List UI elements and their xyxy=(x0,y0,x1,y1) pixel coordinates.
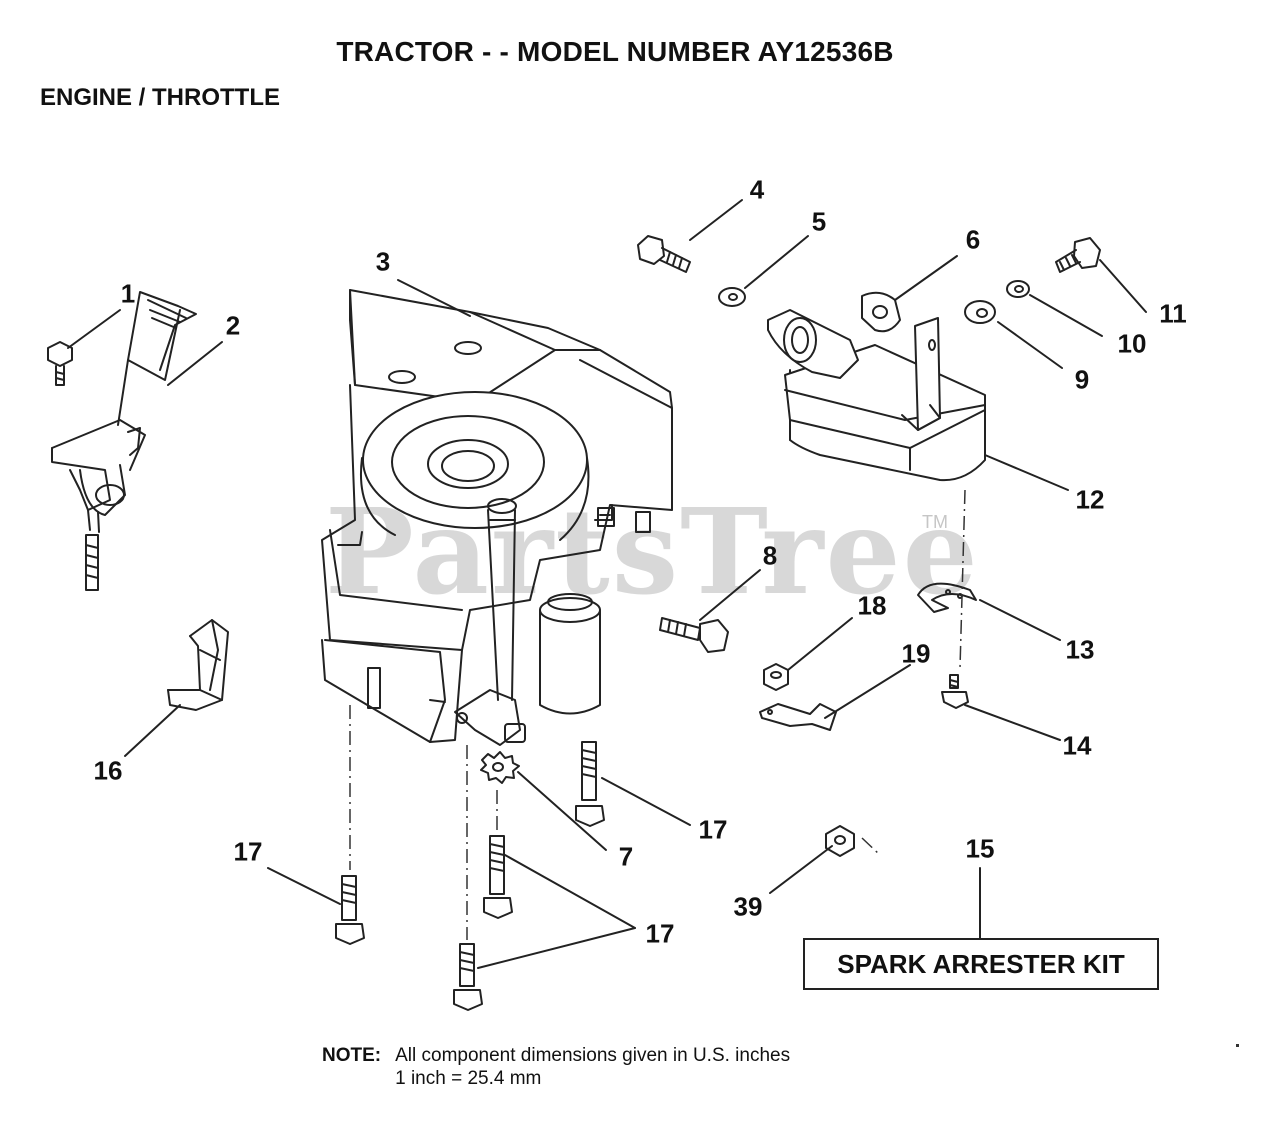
callout-16: 16 xyxy=(93,755,123,786)
spark-arrester-clamp-part[interactable] xyxy=(917,582,977,613)
callout-17-lower: 17 xyxy=(645,918,675,949)
note-text: All component dimensions given in U.S. i… xyxy=(395,1044,790,1090)
callout-12: 12 xyxy=(1075,484,1105,515)
bracket-16-part[interactable] xyxy=(167,619,229,711)
callout-17-left: 17 xyxy=(233,836,263,867)
callout-10: 10 xyxy=(1117,328,1147,359)
lock-washer-10-part[interactable] xyxy=(1006,280,1030,298)
washer-5-part[interactable] xyxy=(718,287,746,307)
bolt-17-left-part[interactable] xyxy=(335,875,365,945)
bolt-8-part[interactable] xyxy=(659,617,729,653)
callout-8: 8 xyxy=(762,540,778,571)
spark-arrester-kit-box[interactable]: SPARK ARRESTER KIT xyxy=(803,938,1159,990)
bolt-4-part[interactable] xyxy=(637,235,691,273)
bolt-17-upper-part[interactable] xyxy=(575,741,605,827)
dimension-note: NOTE: All component dimensions given in … xyxy=(322,1044,790,1090)
callout-17-upper: 17 xyxy=(698,814,728,845)
throttle-control-part[interactable] xyxy=(51,291,197,591)
callout-14: 14 xyxy=(1062,730,1092,761)
nut-39-part[interactable] xyxy=(825,825,855,857)
stray-mark xyxy=(1236,1044,1239,1047)
washer-9-part[interactable] xyxy=(964,300,996,324)
muffler-part[interactable] xyxy=(767,291,986,482)
callout-15: 15 xyxy=(965,833,995,864)
callout-7: 7 xyxy=(618,841,634,872)
engine-part[interactable] xyxy=(321,289,673,746)
trademark-mark: TM xyxy=(922,512,948,532)
callout-5: 5 xyxy=(811,206,827,237)
screw-1-part[interactable] xyxy=(47,341,73,386)
spark-arrester-kit-label: SPARK ARRESTER KIT xyxy=(837,948,1125,979)
callout-4: 4 xyxy=(749,174,765,205)
page-title: TRACTOR - - MODEL NUMBER AY12536B xyxy=(336,36,894,67)
callout-11: 11 xyxy=(1159,298,1187,329)
callout-39: 39 xyxy=(733,891,763,922)
section-subtitle: ENGINE / THROTTLE xyxy=(40,84,280,111)
nut-18-part[interactable] xyxy=(763,663,789,691)
callout-13: 13 xyxy=(1065,634,1095,665)
callout-9: 9 xyxy=(1074,364,1090,395)
screw-14-part[interactable] xyxy=(941,674,969,709)
note-line-1: All component dimensions given in U.S. i… xyxy=(395,1045,791,1066)
bolt-17-middle-part[interactable] xyxy=(483,835,513,919)
callout-3: 3 xyxy=(375,246,391,277)
callout-1: 1 xyxy=(120,278,136,309)
callout-2: 2 xyxy=(225,310,241,341)
callout-6: 6 xyxy=(965,224,981,255)
star-washer-7-part[interactable] xyxy=(480,751,520,784)
note-line-2: 1 inch = 25.4 mm xyxy=(395,1068,542,1089)
bolt-17-bottom-part[interactable] xyxy=(453,943,483,1011)
callout-19: 19 xyxy=(901,638,931,669)
cable-clamp-19-part[interactable] xyxy=(759,703,837,731)
callout-18: 18 xyxy=(857,590,887,621)
bolt-11-part[interactable] xyxy=(1055,237,1101,273)
note-label: NOTE: xyxy=(322,1045,382,1066)
